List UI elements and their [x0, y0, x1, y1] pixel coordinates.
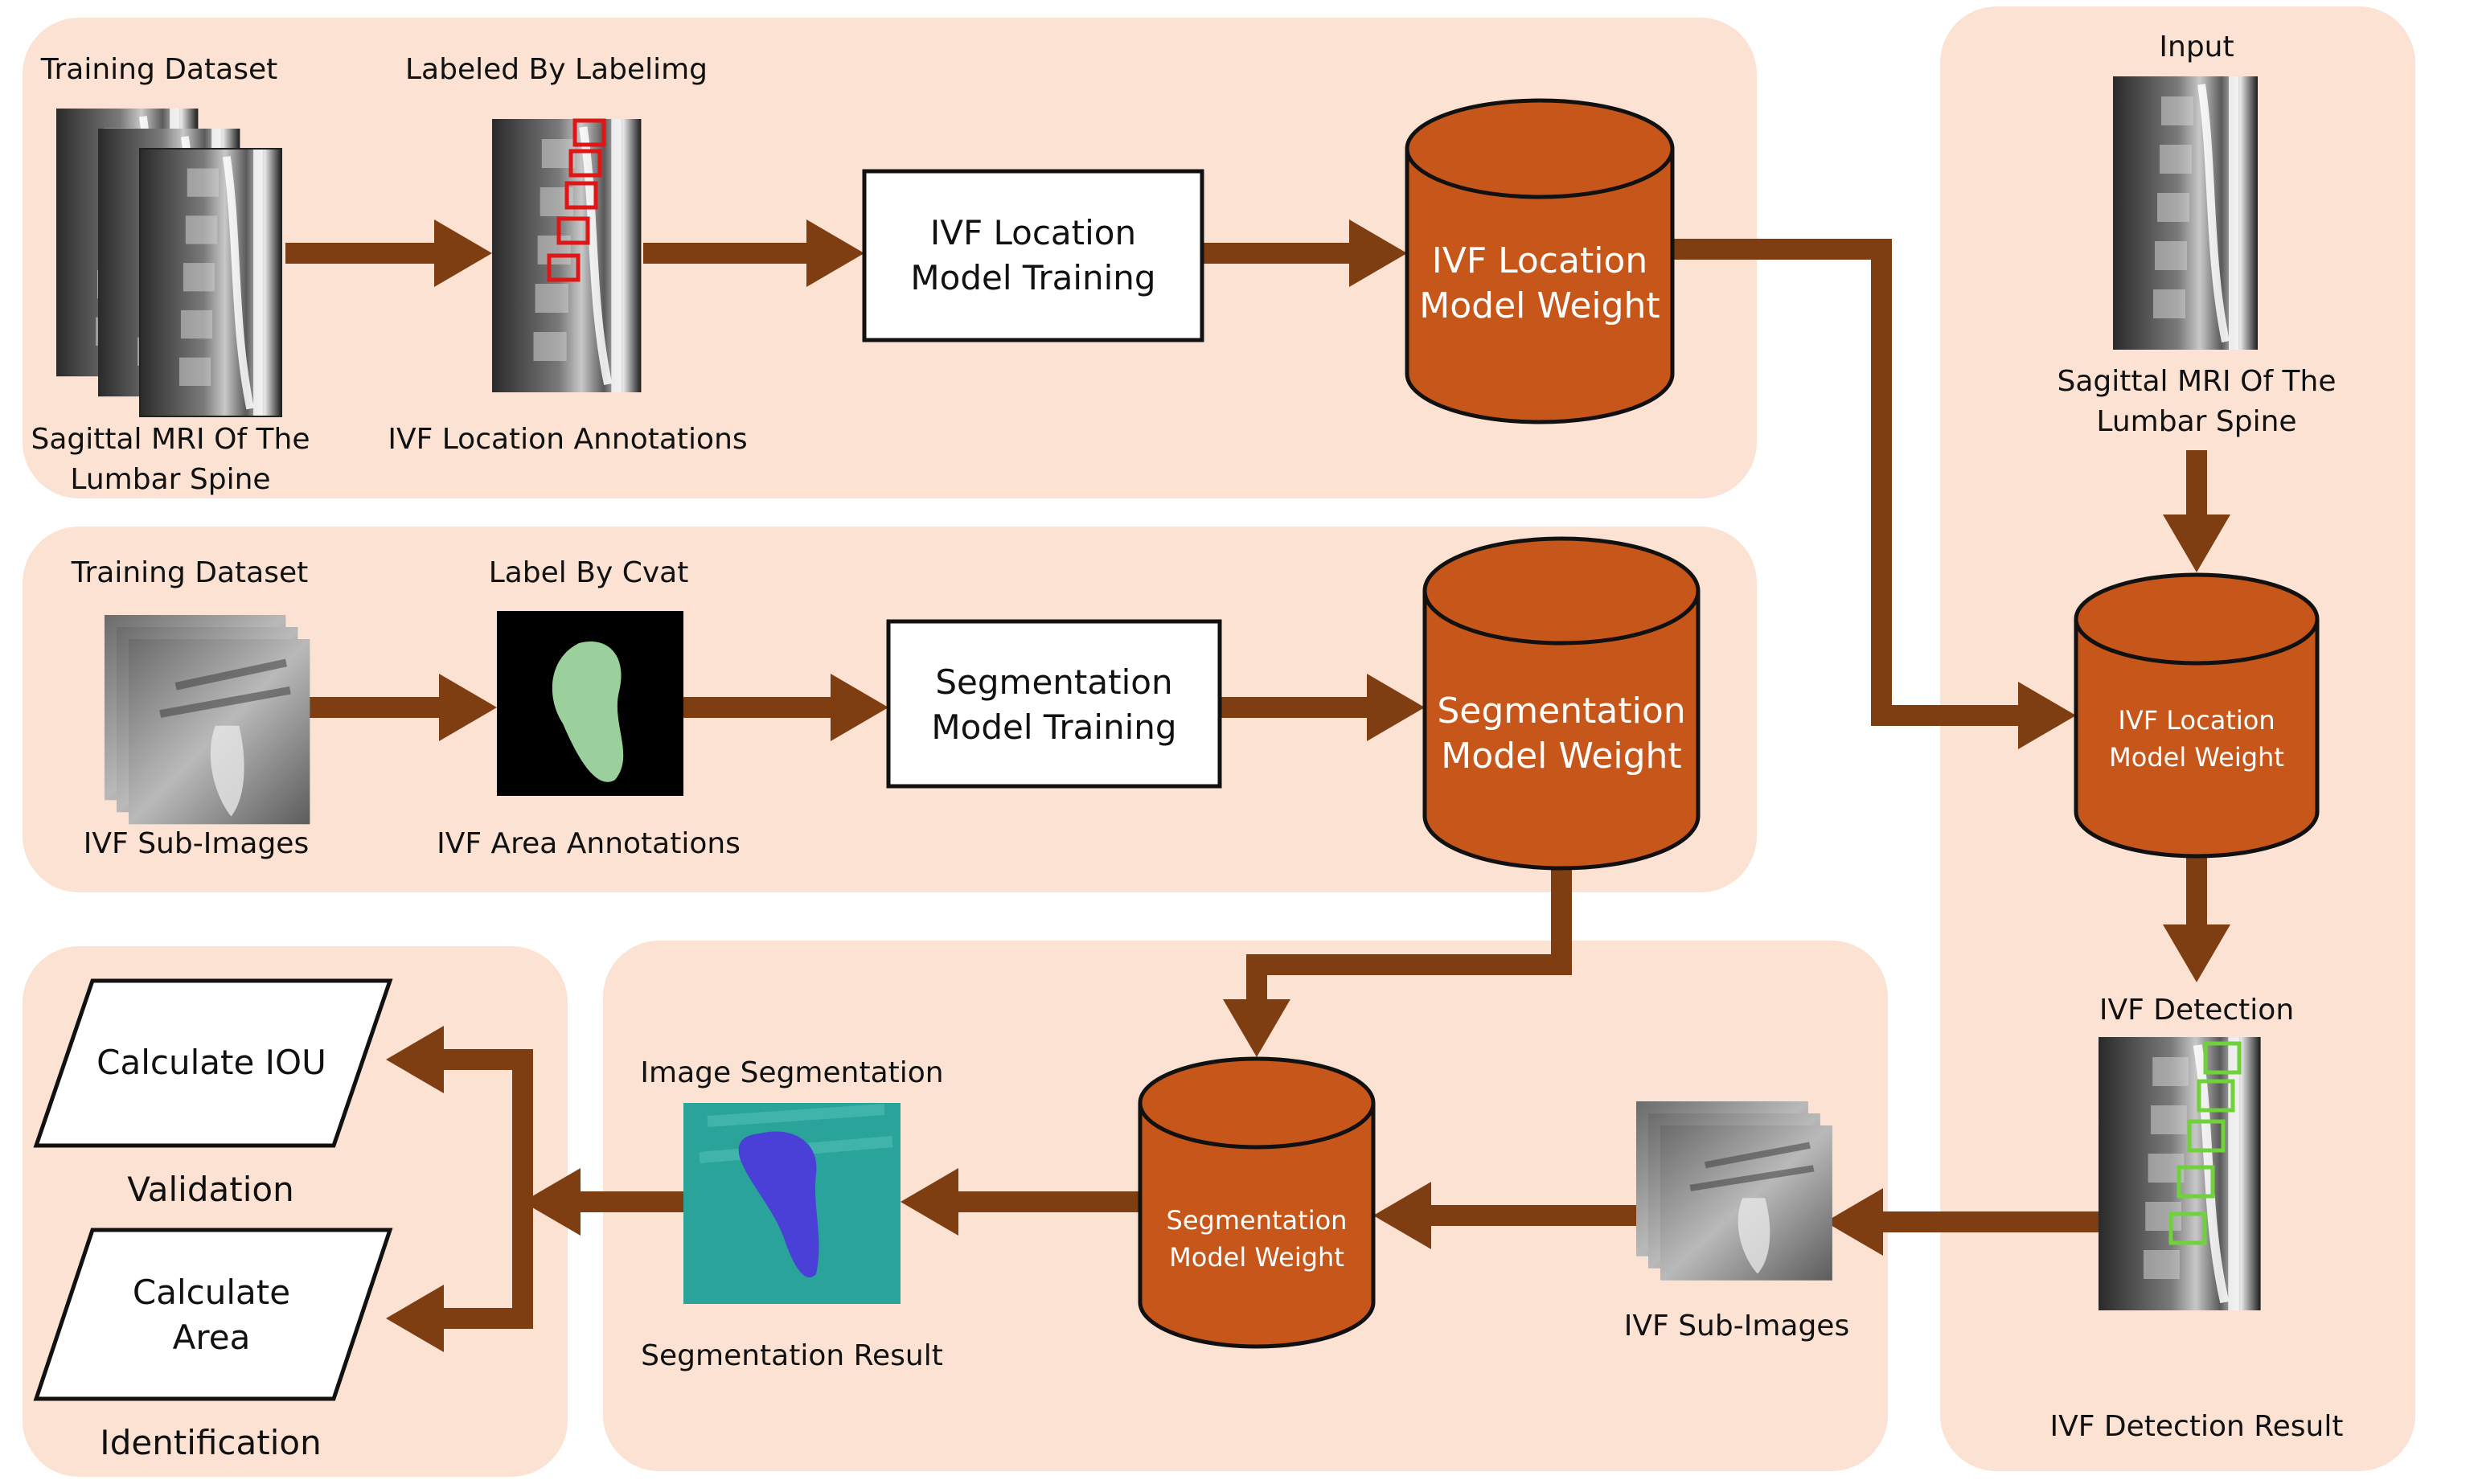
location-dataset-title: Training Dataset: [40, 53, 278, 86]
segmentation-training-label: Segmentation Model Training: [931, 662, 1177, 747]
location-annotations-caption: IVF Location Annotations: [388, 423, 748, 456]
location-training-label: IVF Location Model Training: [910, 213, 1156, 297]
segmentation-training-box: [886, 619, 1222, 789]
arrow-input-to-weight-head: [2163, 514, 2230, 572]
arrow-seg-weight-down-head: [1223, 999, 1290, 1057]
annotated-mri-image: [492, 119, 641, 392]
inference-segmentation-weight-label: Segmentation Model Weight: [1166, 1205, 1348, 1273]
training-sub-images-stack: [105, 615, 310, 824]
arrow-training-to-weight-head: [1349, 219, 1407, 287]
inference-sub-images-caption: IVF Sub-Images: [1623, 1310, 1850, 1343]
arrow-to-calculate-iou-shaft: [444, 1049, 533, 1202]
training-mri-stack-image: [56, 109, 281, 416]
arrow-cvat-to-training-head: [831, 674, 888, 741]
arrow-to-calculate-area-head: [386, 1285, 444, 1352]
identification-caption: Identification: [100, 1423, 322, 1462]
segmentation-weight-cylinder: [1422, 536, 1701, 871]
segmentation-dataset-caption: IVF Sub-Images: [83, 827, 310, 860]
arrow-result-to-branch-head: [523, 1168, 581, 1236]
arrow-subimages-to-cvat-head: [439, 674, 497, 741]
detection-result-caption: IVF Detection Result: [2049, 1410, 2344, 1443]
arrow-training-to-seg-weight-head: [1367, 674, 1425, 741]
area-annotations-caption: IVF Area Annotations: [437, 827, 741, 860]
arrow-location-weight-to-inference-shaft: [1672, 239, 2018, 726]
location-training-box: [862, 169, 1204, 342]
segmentation-dataset-title: Training Dataset: [71, 556, 309, 589]
inference-location-weight-label: IVF Location Model Weight: [2109, 705, 2284, 773]
input-caption: Sagittal MRI Of The Lumbar Spine: [2057, 365, 2337, 438]
validation-caption: Validation: [127, 1170, 294, 1209]
arrow-seg-weight-to-result-head: [901, 1168, 958, 1236]
input-title: Input: [2159, 31, 2234, 64]
inference-sub-images-stack: [1636, 1101, 1832, 1281]
calculate-area-shape: [33, 1228, 393, 1401]
segmentation-result-image: [683, 1103, 901, 1304]
arrow-to-calculate-iou-head: [386, 1026, 444, 1093]
calculate-iou-shape: [33, 978, 393, 1148]
arrow-detection-to-subimages-head: [1825, 1188, 1883, 1256]
inference-segmentation-weight-cylinder: [1138, 1056, 1376, 1349]
arrow-annotation-to-training-head: [806, 219, 864, 287]
flow-arrows: [285, 219, 2230, 1352]
detection-title: IVF Detection: [2099, 994, 2295, 1027]
inference-location-weight-cylinder: [2074, 572, 2320, 859]
segmentation-weight-label: Segmentation Model Weight: [1437, 691, 1686, 777]
labeling-tool-title: Labeled By Labelimg: [404, 53, 708, 86]
cvat-label-title: Label By Cvat: [488, 556, 689, 589]
location-dataset-caption: Sagittal MRI Of The Lumbar Spine: [31, 423, 310, 496]
segmentation-result-caption: Segmentation Result: [641, 1339, 943, 1372]
input-mri-image: [2113, 76, 2258, 350]
arrow-to-calculate-area-shaft: [444, 1202, 533, 1329]
arrow-location-weight-to-inference-head: [2018, 682, 2076, 749]
area-annotation-image: [497, 611, 683, 796]
arrow-weight-to-detection-head: [2163, 924, 2230, 982]
arrow-seg-weight-down-shaft: [1246, 868, 1572, 999]
location-weight-label: IVF Location Model Weight: [1419, 240, 1660, 326]
calculate-iou-label: Calculate IOU: [96, 1043, 326, 1082]
location-weight-cylinder: [1405, 98, 1675, 424]
image-segmentation-title: Image Segmentation: [640, 1056, 944, 1089]
arrow-subimages-to-seg-weight-head: [1373, 1182, 1431, 1249]
calculate-area-label: Calculate Area: [132, 1273, 291, 1357]
detection-result-image: [2099, 1037, 2261, 1310]
arrow-mri-to-annotation-head: [434, 219, 492, 287]
